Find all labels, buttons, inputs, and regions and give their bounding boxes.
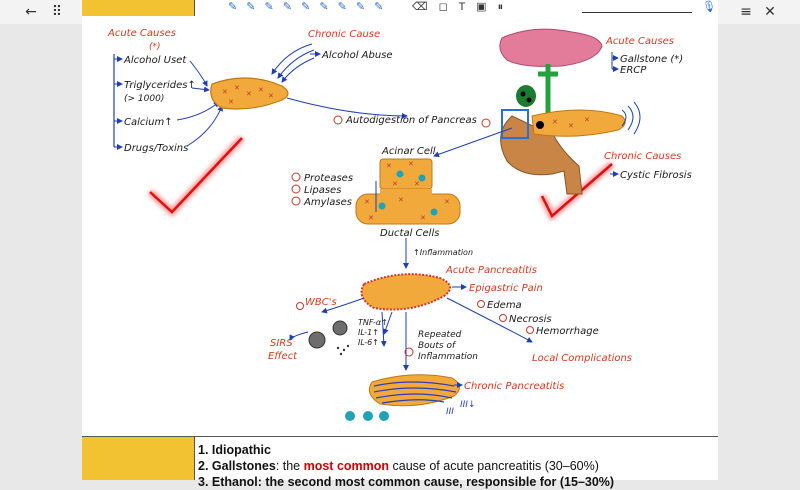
cytokine-tnf: TNF-α↑ — [358, 318, 388, 327]
svg-text:✕: ✕ — [552, 119, 558, 126]
svg-text:✕: ✕ — [398, 197, 404, 204]
epigastric-pain-label: Epigastric Pain — [469, 283, 543, 294]
note-line-1: 1. Idiopathic — [198, 443, 271, 457]
pancreatitis-diagram: Acute Causes (*) Alcohol Uset Triglyceri… — [107, 28, 692, 421]
annotation-toolbar: ✎ ✎ ✎ ✎ ✎ ✎ ✎ ✎ ✎ ⌫ ◻ T ▣ ⏸ 🎙 — [222, 0, 718, 18]
svg-text:✕: ✕ — [368, 215, 374, 222]
toolbar-line — [582, 12, 692, 13]
svg-text:✕: ✕ — [584, 117, 590, 124]
liver-illustration — [499, 28, 603, 67]
acinar-cell-label: Acinar Cell — [381, 146, 436, 157]
pancreas-illustration — [210, 77, 289, 110]
inflammation-label: ↑Inflammation — [413, 248, 473, 257]
svg-text:✕: ✕ — [408, 161, 414, 168]
wbcs-label: WBC's — [305, 297, 337, 308]
gallbladder — [516, 85, 536, 107]
biliary-tree — [538, 64, 560, 119]
yellow-margin-bottom — [82, 437, 194, 480]
enzyme-amylases: Amylases — [303, 197, 352, 208]
svg-text:✕: ✕ — [228, 99, 234, 106]
inflammation-bouts-label: Inflammation — [418, 352, 478, 362]
chronic-cause-item: Alcohol Abuse — [321, 50, 393, 61]
bottom-divider — [82, 436, 718, 437]
enzyme-lipases: Lipases — [304, 185, 341, 196]
acute-causes-left-title: Acute Causes — [107, 28, 176, 39]
cause-cystic-fibrosis: Cystic Fibrosis — [620, 170, 692, 181]
margin-divider-bottom — [194, 437, 195, 480]
cause-triglycerides: Triglycerides↑ — [124, 80, 196, 91]
cause-alcohol: Alcohol Uset — [123, 55, 187, 66]
acute-causes-right-title: Acute Causes — [605, 36, 674, 47]
cause-calcium: Calcium↑ — [124, 117, 173, 128]
cause-drugs: Drugs/Toxins — [124, 143, 188, 154]
svg-text:✕: ✕ — [568, 123, 574, 130]
svg-text:✕: ✕ — [234, 85, 240, 92]
cytokine-il6: IL-6↑ — [358, 338, 379, 347]
svg-text:✕: ✕ — [392, 181, 398, 188]
cause-triglycerides-value: (> 1000) — [124, 94, 164, 104]
complication-edema: Edema — [487, 300, 522, 311]
svg-text:✕: ✕ — [444, 199, 450, 206]
check-mark-right — [540, 163, 613, 218]
mic-icon[interactable]: 🎙 — [702, 1, 716, 13]
svg-text:✕: ✕ — [268, 93, 274, 100]
toolbar-extra-icons[interactable]: ⌫ ◻ T ▣ ⏸ — [412, 1, 508, 13]
chronic-cause-title: Chronic Cause — [308, 29, 380, 40]
repeated-label: Repeated — [418, 330, 462, 340]
cause-ercp: ERCP — [620, 65, 647, 76]
cytokine-il1: IL-1↑ — [358, 328, 379, 337]
svg-text:✕: ✕ — [414, 181, 420, 188]
cause-gallstone: Gallstone (*) — [620, 54, 683, 65]
pen-tools[interactable]: ✎ ✎ ✎ ✎ ✎ ✎ ✎ ✎ ✎ — [228, 1, 387, 13]
yellow-margin-top — [82, 0, 194, 16]
note-line-2: 2. Gallstones: the most common cause of … — [198, 459, 599, 473]
back-arrow-icon[interactable]: ← — [25, 4, 37, 20]
complication-hemorrhage: Hemorrhage — [536, 326, 599, 337]
sirs-effect-label: Effect — [268, 351, 298, 362]
duodenum — [500, 115, 583, 195]
sirs-label: SIRS — [270, 338, 293, 349]
complication-necrosis: Necrosis — [509, 314, 552, 325]
pancreas-right — [531, 109, 626, 137]
roman-left-label: III — [446, 407, 454, 417]
svg-text:✕: ✕ — [246, 91, 252, 98]
local-complications-label: Local Complications — [532, 353, 632, 364]
menu-icon[interactable]: ≡ — [740, 4, 752, 20]
check-mark-left — [149, 137, 243, 214]
svg-text:✕: ✕ — [420, 215, 426, 222]
ampulla-box — [501, 109, 529, 139]
chronic-causes-right-title: Chronic Causes — [604, 151, 681, 162]
inflamed-pancreas — [360, 273, 451, 311]
grid-icon[interactable]: ⠿ — [51, 4, 63, 20]
svg-text:✕: ✕ — [386, 163, 392, 170]
acute-causes-marker: (*) — [149, 42, 161, 52]
close-icon[interactable]: ✕ — [764, 4, 776, 20]
enzyme-proteases: Proteases — [304, 173, 353, 184]
svg-text:✕: ✕ — [222, 89, 228, 96]
chronic-pancreatitis-label: Chronic Pancreatitis — [464, 381, 564, 392]
autodigestion-label: Autodigestion of Pancreas — [345, 115, 477, 126]
bouts-label: Bouts of — [418, 341, 457, 351]
ductal-cells-label: Ductal Cells — [380, 228, 439, 239]
acute-pancreatitis-label: Acute Pancreatitis — [445, 265, 537, 276]
wbc-cell — [308, 331, 326, 349]
svg-text:✕: ✕ — [258, 87, 264, 94]
margin-divider — [194, 0, 195, 16]
note-line-3: 3. Ethanol: the second most common cause… — [198, 475, 615, 489]
roman-down-label: III↓ — [460, 400, 476, 410]
svg-text:✕: ✕ — [364, 199, 370, 206]
notes-text: 1. Idiopathic 2. Gallstones: the most co… — [198, 442, 614, 490]
